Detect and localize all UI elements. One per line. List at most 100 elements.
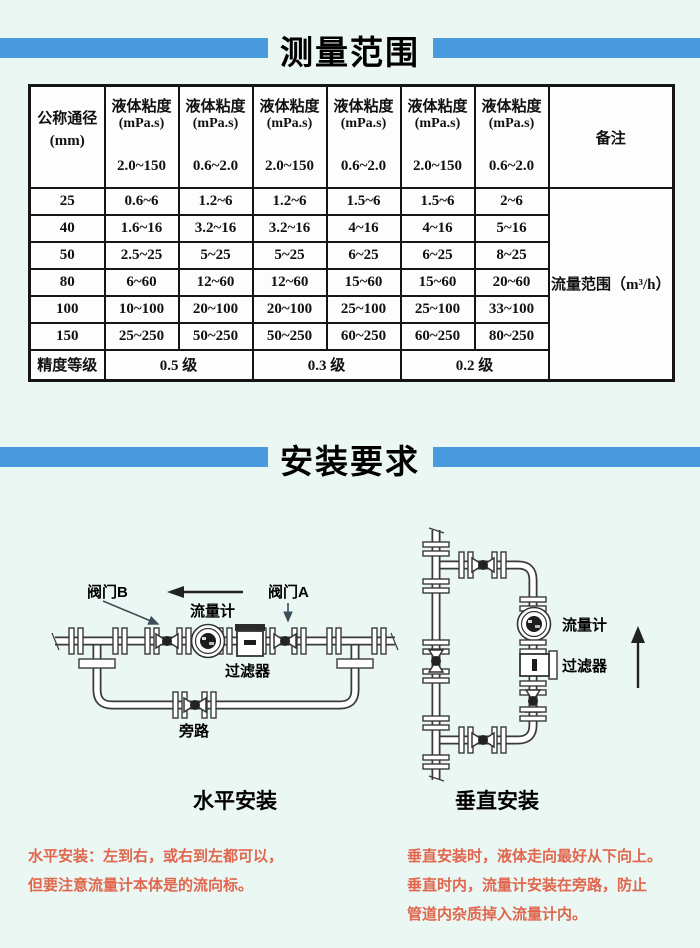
- accuracy-value-cell: 0.5 级: [103, 349, 254, 381]
- table-cell: 0.6~6: [103, 187, 180, 216]
- spec-table: 公称通径 (mm) 液体粘度(mPa.s)2.0~150 液体粘度(mPa.s)…: [28, 84, 675, 382]
- viscosity-header-cell: 液体粘度(mPa.s) 0.6~2.0: [325, 84, 402, 189]
- table-cell: 3.2~16: [177, 214, 254, 243]
- tee-flange: [78, 658, 116, 669]
- accuracy-value-cell: 0.2 级: [399, 349, 550, 381]
- table-row: 80 6~60 12~60 12~60 15~60 15~60 20~60: [28, 268, 674, 297]
- table-cell: 20~60: [473, 268, 550, 297]
- table-cell: 60~250: [325, 322, 402, 351]
- filter-symbol: [235, 624, 265, 657]
- header-bar-left-1: [0, 38, 268, 58]
- header-bar-left-2: [0, 447, 268, 467]
- filter-symbol: [519, 650, 558, 680]
- table-cell: 15~60: [325, 268, 402, 297]
- viscosity-range: 2.0~150: [116, 158, 167, 174]
- bypass-valve: [183, 697, 207, 713]
- tee-flange: [336, 658, 374, 669]
- table-cell: 25: [28, 187, 106, 216]
- table-cell: 3.2~16: [251, 214, 328, 243]
- note-line: 管道内杂质掉入流量计内。: [407, 906, 588, 923]
- table-cell: 12~60: [177, 268, 254, 297]
- horizontal-installation-diagram: 阀门B 流量计 阀门A 过滤器 旁路: [51, 583, 399, 740]
- table-cell: 1.2~6: [251, 187, 328, 216]
- valve-b-label: 阀门B: [87, 583, 128, 601]
- dn-header-line2: (mm): [49, 133, 85, 149]
- flowmeter-label: 流量计: [190, 602, 235, 620]
- table-cell: 8~25: [473, 241, 550, 270]
- flowmeter-label: 流量计: [562, 616, 607, 634]
- table-header-row: 公称通径 (mm) 液体粘度(mPa.s)2.0~150 液体粘度(mPa.s)…: [28, 84, 675, 189]
- table-cell: 10~100: [103, 295, 180, 324]
- table-cell: 100: [28, 295, 106, 324]
- viscosity-unit: (mPa.s): [340, 116, 387, 131]
- table-row: 150 25~250 50~250 50~250 60~250 60~250 8…: [28, 322, 674, 351]
- table-cell: 33~100: [473, 295, 550, 324]
- table-cell: 150: [28, 322, 106, 351]
- horizontal-caption: 水平安装: [193, 790, 277, 813]
- flow-direction-arrow: [631, 626, 645, 688]
- table-cell: 20~100: [251, 295, 328, 324]
- table-cell: 2~6: [473, 187, 550, 216]
- viscosity-header-cell: 液体粘度(mPa.s)0.6~2.0: [177, 84, 254, 189]
- note-line: 水平安装：左到右，或右到左都可以，: [28, 848, 284, 865]
- table-cell: 40: [28, 214, 106, 243]
- section-title-measure: 测量范围: [280, 34, 420, 71]
- note-line: 垂直安装时，液体走向最好从下向上。: [407, 848, 663, 865]
- table-cell: 50~250: [177, 322, 254, 351]
- viscosity-range: 0.6~2.0: [340, 158, 387, 174]
- dn-header-cell: 公称通径 (mm): [28, 84, 106, 189]
- viscosity-unit: (mPa.s): [266, 116, 313, 131]
- vertical-caption: 垂直安装: [455, 790, 539, 813]
- viscosity-unit: (mPa.s): [488, 116, 535, 131]
- table-cell: 25~100: [325, 295, 402, 324]
- table-cell: 80~250: [473, 322, 550, 351]
- table-cell: 6~25: [399, 241, 476, 270]
- viscosity-unit: (mPa.s): [414, 116, 461, 131]
- viscosity-header-cell: 液体粘度(mPa.s)2.0~150: [103, 84, 180, 189]
- flow-direction-arrow: [167, 586, 243, 598]
- viscosity-header-cell: 液体粘度(mPa.s)0.6~2.0: [473, 84, 550, 189]
- table-cell: 25~250: [103, 322, 180, 351]
- table-cell: 5~25: [177, 241, 254, 270]
- table-cell: 12~60: [251, 268, 328, 297]
- table-cell: 6~25: [325, 241, 402, 270]
- flowmeter-symbol: [190, 623, 226, 659]
- vertical-note: 垂直安装时，液体走向最好从下向上。 垂直时内，流量计安装在旁路，防止 管道内杂质…: [407, 842, 697, 929]
- filter-label: 过滤器: [225, 662, 271, 680]
- viscosity-range: 2.0~150: [264, 158, 315, 174]
- table-cell: 2.5~25: [103, 241, 180, 270]
- table-cell: 1.2~6: [177, 187, 254, 216]
- flowmeter-symbol: [516, 606, 552, 642]
- table-cell: 4~16: [325, 214, 402, 243]
- branch-valve: [471, 557, 495, 573]
- table-row: 40 1.6~16 3.2~16 3.2~16 4~16 4~16 5~16: [28, 214, 674, 243]
- viscosity-header-cell: 液体粘度(mPa.s)2.0~150: [399, 84, 476, 189]
- viscosity-range: 0.6~2.0: [488, 158, 535, 174]
- table-cell: 5~16: [473, 214, 550, 243]
- table-cell: 1.5~6: [399, 187, 476, 216]
- horizontal-note: 水平安装：左到右，或右到左都可以， 但要注意流量计本体是的流向标。: [28, 842, 383, 900]
- table-cell: 1.6~16: [103, 214, 180, 243]
- viscosity-label: 液体粘度: [333, 99, 394, 115]
- valve-a-symbol: [273, 633, 297, 649]
- table-cell: 50~250: [251, 322, 328, 351]
- accuracy-value-cell: 0.3 级: [251, 349, 402, 381]
- table-cell: 20~100: [177, 295, 254, 324]
- accuracy-row: 精度等级 0.5 级 0.3 级 0.2 级: [28, 349, 674, 381]
- accuracy-label-cell: 精度等级: [28, 349, 106, 381]
- table-row: 50 2.5~25 5~25 5~25 6~25 6~25 8~25: [28, 241, 674, 270]
- table-cell: 6~60: [103, 268, 180, 297]
- viscosity-label: 液体粘度: [259, 99, 320, 115]
- valve-a-label: 阀门A: [268, 583, 309, 601]
- table-cell: 50: [28, 241, 106, 270]
- remark-header-cell: 备注: [547, 84, 675, 189]
- note-line: 但要注意流量计本体是的流向标。: [28, 877, 254, 894]
- valve-b-pointer-arrow: [102, 600, 160, 625]
- viscosity-unit: (mPa.s): [118, 116, 165, 131]
- note-line: 垂直时内，流量计安装在旁路，防止: [407, 877, 648, 894]
- bypass-pipe: [92, 643, 360, 710]
- branch-valve: [471, 732, 495, 748]
- section-title-install: 安装要求: [280, 443, 420, 480]
- dn-header-line1: 公称通径: [37, 111, 98, 127]
